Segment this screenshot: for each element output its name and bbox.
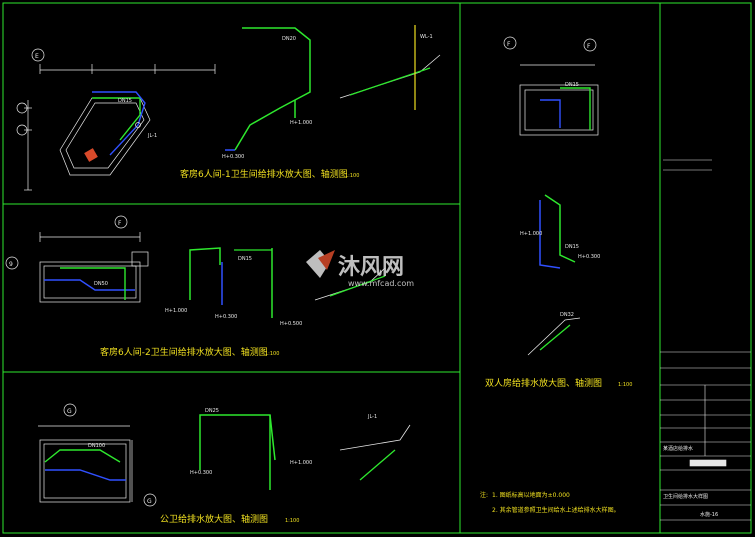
public-plan: G G DN100 bbox=[38, 403, 157, 507]
axis-tag-f3: F bbox=[587, 43, 591, 50]
notes-label: 注: bbox=[480, 491, 488, 499]
room1-axo-dn20: DN20 bbox=[282, 36, 296, 42]
room2-plan: 9 F DN50 bbox=[5, 215, 149, 303]
watermark: 沐风网 www.mfcad.com bbox=[306, 250, 414, 288]
room1-label-jl: JL-1 bbox=[147, 133, 157, 139]
room2-axo-elev1: H+1.000 bbox=[165, 308, 187, 314]
double-axo-dn15: DN15 bbox=[565, 244, 579, 250]
axis-tag-e-circle bbox=[31, 48, 45, 62]
watermark-url: www.mfcad.com bbox=[348, 279, 414, 288]
caption-room1: 客房6人间-1卫生间给排水放大图、轴测图 bbox=[180, 168, 348, 180]
room1-axo-elev: H+1.000 bbox=[290, 120, 312, 126]
double-plan: F F DN15 bbox=[503, 36, 599, 136]
room1-axo-wl: WL-1 bbox=[420, 34, 433, 40]
public-axo-elev: H+0.300 bbox=[190, 470, 212, 476]
room1-label-dn15: DN15 bbox=[118, 98, 132, 104]
axis-tag-g2: G bbox=[147, 498, 152, 505]
axis-tag-g: G bbox=[67, 408, 72, 415]
caption-double: 双人房给排水放大图、轴测图 bbox=[485, 377, 602, 389]
axis-tag-9: 9 bbox=[9, 261, 13, 268]
room1-plan: E DN15 JL-1 bbox=[16, 48, 216, 191]
title-block-number: 水施-16 bbox=[700, 511, 718, 518]
public-axo-jl: JL-1 bbox=[367, 414, 377, 420]
notes-line1: 1. 图纸标高以地面为±0.000 bbox=[492, 491, 570, 499]
public-axonometric: DN25 H+0.300 H+1.000 JL-1 bbox=[190, 408, 411, 490]
room2-axo-dn15: DN15 bbox=[238, 256, 252, 262]
caption-room2: 客房6人间-2卫生间给排水放大图、轴测图 bbox=[100, 346, 268, 358]
caption-double-scale: 1:100 bbox=[618, 382, 632, 388]
caption-public-scale: 1:100 bbox=[285, 518, 299, 524]
caption-public: 公卫给排水放大图、轴测图 bbox=[160, 513, 268, 525]
axis-tag-f: F bbox=[118, 220, 122, 227]
public-label-dn100: DN100 bbox=[88, 443, 105, 449]
public-axo-elev2: H+1.000 bbox=[290, 460, 312, 466]
title-block-drawing: 卫生间给排水大样图 bbox=[663, 493, 708, 500]
room2-label-dn50: DN50 bbox=[94, 281, 108, 287]
double-axonometric: H+1.000 DN15 H+0.300 DN32 bbox=[520, 194, 600, 356]
public-axo-dn25: DN25 bbox=[205, 408, 219, 414]
double-axo-dn32: DN32 bbox=[560, 312, 574, 318]
axis-tag-f2: F bbox=[507, 41, 511, 48]
double-label-dn15: DN15 bbox=[565, 82, 579, 88]
caption-room2-scale: 1:100 bbox=[265, 351, 279, 357]
axis-tag-e: E bbox=[35, 53, 39, 60]
notes-line2: 2. 其余管道参照卫生间给水上述给排水大样图。 bbox=[492, 506, 620, 514]
room2-axo-elev2: H+0.300 bbox=[215, 314, 237, 320]
room2-axo-elev3: H+0.500 bbox=[280, 321, 302, 327]
double-axo-elev2: H+0.300 bbox=[578, 254, 600, 260]
caption-room1-scale: 1:100 bbox=[345, 173, 359, 179]
room1-axo-elev2: H+0.300 bbox=[222, 154, 244, 160]
room2-axonometric: H+1.000 H+0.300 H+0.500 DN15 bbox=[165, 247, 386, 327]
title-block-project: 某酒店给排水 bbox=[663, 445, 693, 452]
double-axo-elev: H+1.000 bbox=[520, 231, 542, 237]
watermark-brand: 沐风网 bbox=[338, 255, 404, 280]
title-block bbox=[660, 159, 751, 521]
room1-axonometric: DN20 H+1.000 H+0.300 WL-1 bbox=[222, 25, 441, 160]
